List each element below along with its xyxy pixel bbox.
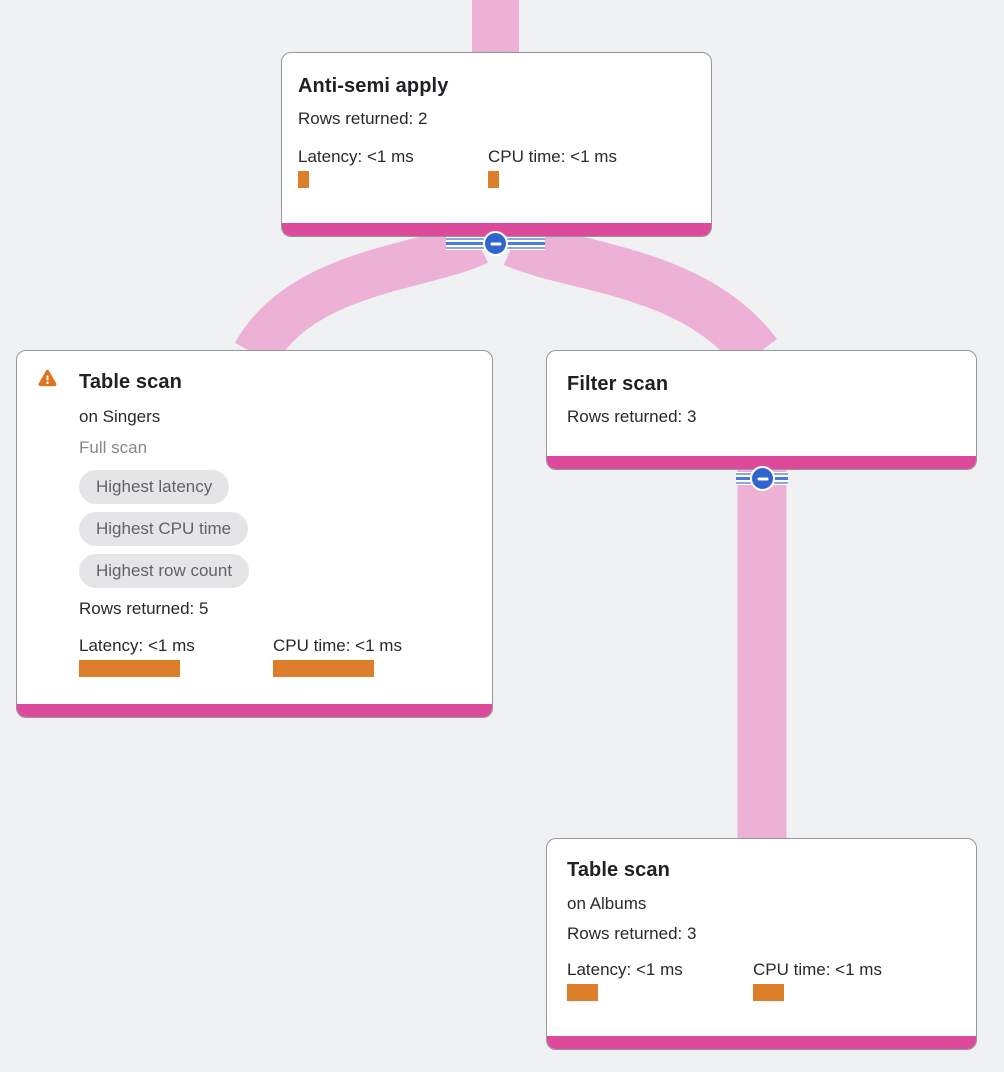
rows-returned: Rows returned: 3 — [567, 924, 697, 943]
node-filter-scan[interactable]: Filter scan Rows returned: 3 — [546, 350, 977, 470]
latency-label: Latency: <1 ms — [567, 960, 683, 979]
warning-icon — [36, 367, 59, 390]
badge-highest-cpu-time: Highest CPU time — [79, 512, 249, 546]
cpu-time-bar — [488, 171, 499, 188]
node-title: Filter scan — [567, 373, 669, 395]
node-table-scan-albums[interactable]: Table scan on Albums Rows returned: 3 La… — [546, 838, 977, 1050]
rows-returned: Rows returned: 2 — [298, 109, 428, 128]
minus-icon — [757, 477, 768, 480]
rows-returned: Rows returned: 5 — [79, 599, 209, 618]
node-title: Table scan — [567, 859, 670, 881]
node-table-scan-singers[interactable]: Table scan on Singers Full scan Highest … — [16, 350, 493, 718]
node-subtitle: on Albums — [567, 894, 647, 913]
edge-antisemi-to-filterscan — [503, 218, 777, 370]
cpu-time-label: CPU time: <1 ms — [273, 636, 402, 655]
badge-highest-row-count: Highest row count — [79, 554, 250, 588]
latency-bar — [567, 984, 598, 1001]
cpu-time-label: CPU time: <1 ms — [488, 147, 617, 166]
scan-type: Full scan — [79, 438, 148, 457]
node-subtitle: on Singers — [79, 407, 161, 426]
cpu-time-bar — [753, 984, 784, 1001]
edge-antisemi-to-tablescan-singers — [234, 220, 488, 367]
cpu-time-bar — [273, 660, 374, 677]
node-title: Table scan — [79, 371, 182, 393]
node-footer-accent — [282, 223, 711, 236]
latency-label: Latency: <1 ms — [298, 147, 414, 166]
node-footer-accent — [547, 456, 976, 469]
node-title: Anti-semi apply — [298, 75, 449, 97]
minus-icon — [490, 242, 501, 245]
collapse-button[interactable] — [750, 466, 775, 491]
latency-label: Latency: <1 ms — [79, 636, 195, 655]
node-footer-accent — [547, 1036, 976, 1049]
latency-bar — [79, 660, 180, 677]
rows-returned: Rows returned: 3 — [567, 407, 697, 426]
node-footer-accent — [17, 704, 492, 717]
cpu-time-label: CPU time: <1 ms — [753, 960, 882, 979]
collapse-button[interactable] — [483, 231, 508, 256]
latency-bar — [298, 171, 309, 188]
badge-highest-latency: Highest latency — [79, 470, 230, 504]
node-anti-semi-apply[interactable]: Anti-semi apply Rows returned: 2 Latency… — [281, 52, 712, 237]
